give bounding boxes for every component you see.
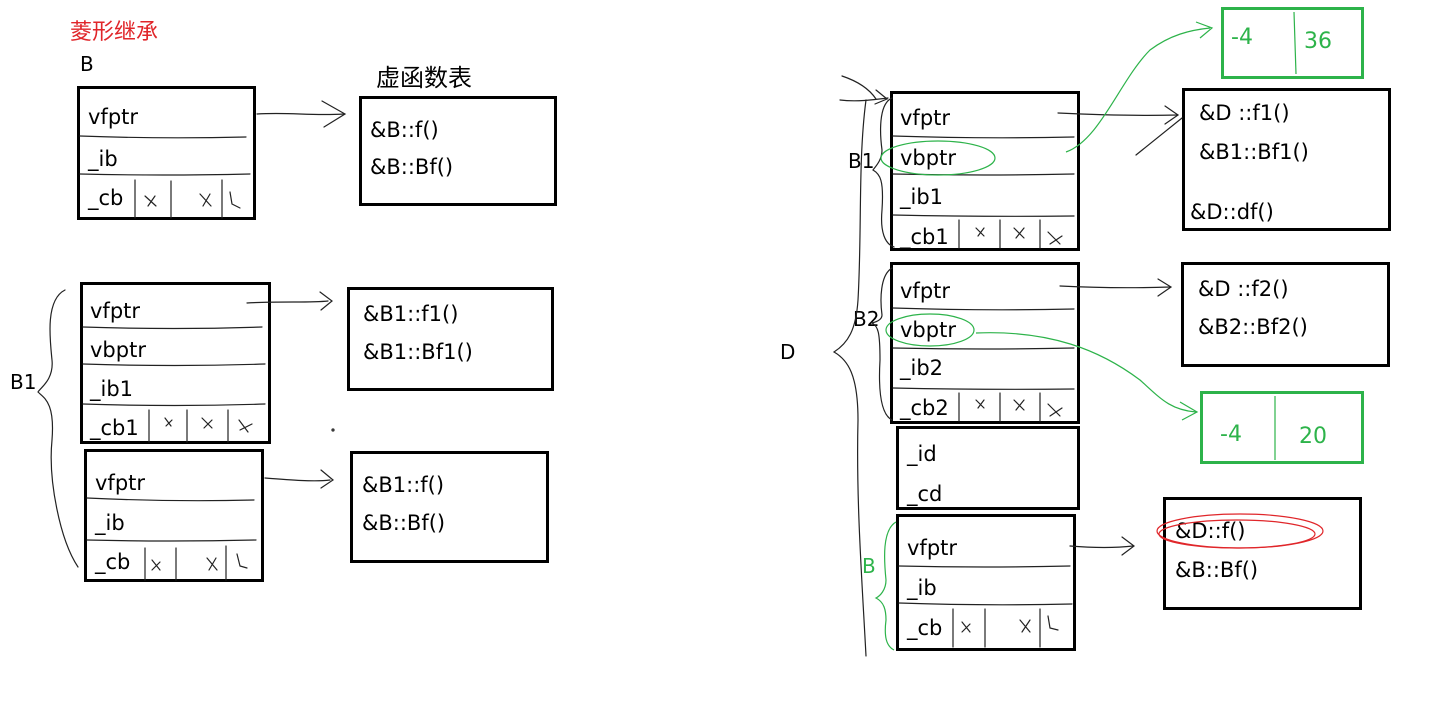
vtable-entry: &B1::f1() bbox=[363, 302, 459, 326]
field-cb: _cb bbox=[88, 186, 124, 210]
vbtable-offset: 36 bbox=[1304, 29, 1332, 54]
class-b-vtable-box: &B::f() &B::Bf() bbox=[359, 96, 557, 206]
vtable-entry: &D ::f1() bbox=[1199, 101, 1290, 125]
class-b1-base-b-box: vfptr _ib _cb bbox=[84, 449, 264, 582]
vtable-entry: &B2::Bf2() bbox=[1198, 315, 1308, 339]
field-ib1: _ib1 bbox=[900, 185, 944, 209]
d-b1-subobject-box: vfptr vbptr _ib1 _cb1 bbox=[890, 91, 1080, 251]
vtable-heading: 虚函数表 bbox=[376, 64, 472, 92]
vtable-entry: &B1::f() bbox=[362, 473, 445, 497]
d-b1-vtable-box: &D ::f1() &B1::Bf1() &D::df() bbox=[1182, 88, 1391, 231]
diagram-title: 菱形继承 bbox=[70, 20, 159, 45]
field-cb2: _cb2 bbox=[900, 396, 949, 420]
d-b-vtable-box: &D::f() &B::Bf() bbox=[1163, 497, 1362, 610]
field-vfptr: vfptr bbox=[907, 536, 958, 560]
field-vbptr: vbptr bbox=[900, 146, 956, 170]
field-cb1: _cb1 bbox=[90, 416, 139, 440]
field-vbptr: vbptr bbox=[90, 338, 146, 362]
vtable-entry: &B1::Bf1() bbox=[363, 340, 473, 364]
class-d-b-label: B bbox=[862, 554, 876, 578]
vbtable-offset: -4 bbox=[1231, 25, 1253, 50]
vtable-entry: &B::Bf() bbox=[362, 511, 446, 535]
field-vbptr: vbptr bbox=[900, 318, 956, 342]
vtable-entry: &B::f() bbox=[370, 118, 439, 142]
field-cb: _cb bbox=[907, 616, 943, 640]
d-b2-subobject-box: vfptr vbptr _ib2 _cb2 bbox=[890, 262, 1080, 424]
vtable-entry: &D ::f2() bbox=[1198, 277, 1289, 301]
b1-vbtable-box: -4 36 bbox=[1221, 7, 1364, 79]
field-cd: _cd bbox=[907, 482, 943, 506]
field-vfptr: vfptr bbox=[900, 279, 951, 303]
field-ib2: _ib2 bbox=[900, 356, 944, 380]
class-d-label: D bbox=[780, 340, 796, 364]
vtable-entry: &B1::Bf1() bbox=[1199, 140, 1309, 164]
d-own-members-box: _id _cd bbox=[896, 426, 1080, 510]
class-b1-vtable-box: &B1::f1() &B1::Bf1() bbox=[347, 287, 554, 391]
vtable-entry: &B::Bf() bbox=[1175, 558, 1259, 582]
field-vfptr: vfptr bbox=[900, 106, 951, 130]
vtable-entry: &D::df() bbox=[1190, 200, 1274, 224]
vtable-entry: &D::f() bbox=[1175, 519, 1246, 543]
field-vfptr: vfptr bbox=[90, 299, 141, 323]
field-ib1: _ib1 bbox=[90, 377, 134, 401]
b2-vbtable-box: -4 20 bbox=[1200, 391, 1364, 464]
field-vfptr: vfptr bbox=[88, 105, 139, 129]
field-cb: _cb bbox=[95, 550, 131, 574]
field-ib: _ib bbox=[88, 147, 118, 171]
vbtable-offset: -4 bbox=[1220, 422, 1242, 447]
d-b2-vtable-box: &D ::f2() &B2::Bf2() bbox=[1181, 262, 1390, 367]
field-vfptr: vfptr bbox=[95, 471, 146, 495]
field-ib: _ib bbox=[907, 576, 937, 600]
field-ib: _ib bbox=[95, 511, 125, 535]
vtable-entry: &B::Bf() bbox=[370, 155, 454, 179]
class-b1-label: B1 bbox=[10, 370, 37, 394]
class-b-layout-box: vfptr _ib _cb bbox=[77, 86, 256, 220]
vbtable-offset: 20 bbox=[1299, 424, 1327, 449]
class-b1-layout-box: vfptr vbptr _ib1 _cb1 bbox=[80, 282, 271, 444]
class-b1-base-vtable-box: &B1::f() &B::Bf() bbox=[350, 451, 549, 563]
class-b-label: B bbox=[80, 52, 94, 76]
d-b-subobject-box: vfptr _ib _cb bbox=[896, 514, 1076, 651]
field-id: _id bbox=[907, 442, 937, 466]
field-cb1: _cb1 bbox=[900, 225, 949, 249]
